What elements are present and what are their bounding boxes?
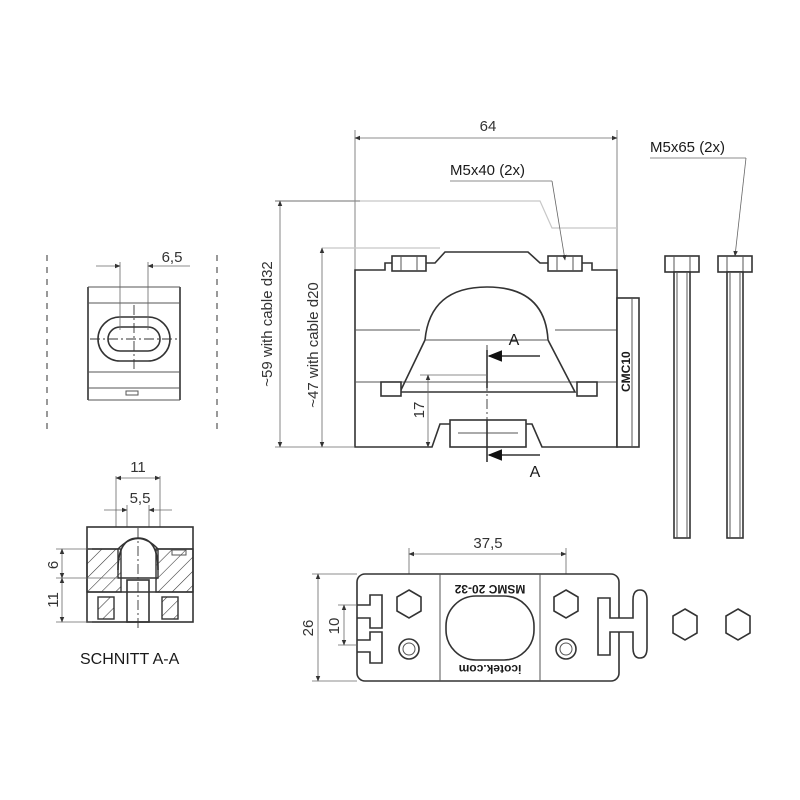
top-hex-nut-right (553, 589, 579, 619)
dim-37-5: 37,5 (473, 535, 502, 552)
dim-17: 17 (411, 402, 428, 419)
loose-nut-right (725, 608, 751, 641)
dim-11-side: 11 (45, 592, 62, 608)
part-label-side: CMC10 (619, 351, 633, 392)
dim-47: ~47 with cable d20 (305, 282, 322, 408)
long-screw-head-left (664, 255, 700, 273)
latch (597, 589, 648, 659)
front-view: 64 CMC10 A (259, 118, 640, 481)
section-marker-bottom: A (530, 464, 541, 481)
loose-nut-left (672, 608, 698, 641)
top-view: 37,5 MSMC 20-32 icotek.com 26 10 (300, 535, 751, 682)
top-hex-nut-left (396, 589, 422, 619)
long-screw-head-right (717, 255, 753, 273)
clamp-body (354, 251, 618, 448)
screw-short-label: M5x40 (2x) (450, 162, 525, 179)
section-marker-top: A (509, 332, 520, 349)
dim-64: 64 (480, 118, 497, 135)
dim-6-5: 6,5 (162, 249, 183, 266)
dim-26: 26 (300, 620, 317, 637)
section-title: SCHNITT A-A (80, 651, 180, 668)
top-view-cable-slot (445, 595, 535, 661)
top-nut-left (391, 255, 427, 272)
side-plate (616, 297, 640, 448)
long-screw-shaft-left (673, 271, 691, 539)
brand-label: icotek.com (459, 662, 522, 676)
dim-6: 6 (45, 561, 62, 569)
side-view: 6,5 (46, 249, 218, 432)
top-hole-left (398, 638, 420, 660)
top-hole-right (555, 638, 577, 660)
dim-5-5: 5,5 (130, 490, 151, 507)
section-view: 11 5,5 6 11 SCHNITT A-A (45, 459, 194, 668)
long-screws: M5x65 (2x) (650, 139, 753, 539)
part-label-top: MSMC 20-32 (454, 582, 525, 596)
dim-11-top: 11 (130, 459, 146, 476)
long-screw-shaft-right (726, 271, 744, 539)
screw-long-label: M5x65 (2x) (650, 139, 725, 156)
cable-cutout (398, 286, 577, 393)
dim-59: ~59 with cable d32 (259, 261, 276, 387)
dim-10: 10 (326, 618, 343, 635)
